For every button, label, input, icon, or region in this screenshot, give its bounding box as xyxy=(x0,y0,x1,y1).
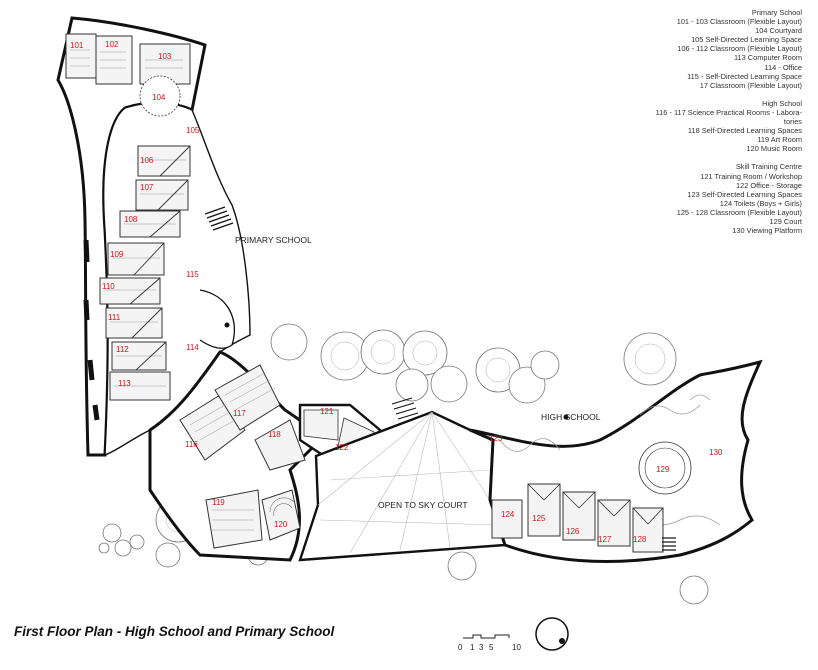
room-116: 116 xyxy=(185,440,198,449)
room-114: 114 xyxy=(186,343,199,352)
open-to-sky-court xyxy=(298,410,507,562)
room-120: 120 xyxy=(274,520,288,529)
legend-line: 105 Self-Directed Learning Space xyxy=(691,35,802,45)
legend-line: 17 Classroom (Flexible Layout) xyxy=(699,80,802,90)
room-123: 123 xyxy=(489,434,503,443)
legend-line: 125 - 128 Classroom (Flexible Layout) xyxy=(676,207,802,217)
zone-label-court: OPEN TO SKY COURT xyxy=(378,500,468,510)
legend-heading: Primary School xyxy=(751,8,802,17)
legend-heading: Skill Training Centre xyxy=(735,162,802,172)
legend-high: High School 116 - 117 Science Practical … xyxy=(592,99,802,154)
room-130: 130 xyxy=(709,448,723,457)
room-122: 122 xyxy=(335,443,349,452)
scale-tick-0: 0 xyxy=(458,643,463,652)
legend-line: 101 - 103 Classroom (Flexible Layout) xyxy=(676,17,802,27)
legend-line: 119 Art Room xyxy=(757,135,802,145)
entry-marker xyxy=(224,322,230,328)
legend-line: 121 Training Room / Workshop xyxy=(700,171,802,181)
scale-tick-1: 1 xyxy=(470,643,475,652)
legend-skill: Skill Training Centre 121 Training Room … xyxy=(592,162,802,235)
room-108: 108 xyxy=(124,215,138,224)
room-119: 119 xyxy=(212,498,225,507)
room-115: 115 xyxy=(186,270,199,279)
room-107: 107 xyxy=(140,183,154,192)
room-117: 117 xyxy=(233,409,246,418)
north-arrow-icon xyxy=(535,617,569,651)
room-121: 121 xyxy=(320,407,334,416)
legend-primary: Primary School 101 - 103 Classroom (Flex… xyxy=(592,8,802,90)
legend-line: 130 Viewing Platform xyxy=(732,226,802,236)
primary-stair xyxy=(204,206,234,231)
courtyard-104-circle xyxy=(139,75,181,117)
room-110: 110 xyxy=(102,282,115,291)
room-106: 106 xyxy=(140,156,154,165)
east-wing xyxy=(469,359,763,564)
legend-line: 129 Court xyxy=(769,216,802,226)
room-124: 124 xyxy=(501,510,515,519)
room-112: 112 xyxy=(116,345,129,354)
room-127: 127 xyxy=(598,535,612,544)
zone-label-primary: PRIMARY SCHOOL xyxy=(235,235,312,245)
legend-line: 118 Self-Directed Learning Spaces xyxy=(687,126,802,136)
legend-line: 116 - 117 Science Practical Rooms - Labo… xyxy=(655,107,802,117)
skill-stair xyxy=(391,397,419,420)
music-room-tiers xyxy=(269,497,295,517)
room-103: 103 xyxy=(158,52,172,61)
legend-line: 113 Computer Room xyxy=(733,53,802,63)
room-126: 126 xyxy=(566,527,580,536)
legend-line: tories xyxy=(783,117,802,127)
room-101: 101 xyxy=(70,41,84,50)
room-129: 129 xyxy=(656,465,670,474)
room-125: 125 xyxy=(532,514,546,523)
legend-line: 120 Music Room xyxy=(746,144,802,154)
room-128: 128 xyxy=(633,535,647,544)
room-102: 102 xyxy=(105,40,119,49)
room-105: 105 xyxy=(186,126,200,135)
legend-line: 122 Office - Storage xyxy=(735,180,802,190)
room-legend: Primary School 101 - 103 Classroom (Flex… xyxy=(592,8,802,244)
primary-entry-curve xyxy=(199,289,236,349)
room-113: 113 xyxy=(118,379,131,388)
scale-tick-3: 3 xyxy=(479,643,484,652)
scale-tick-5: 5 xyxy=(489,643,494,652)
legend-line: 106 - 112 Classroom (Flexible Layout) xyxy=(677,44,802,54)
legend-line: 123 Self-Directed Learning Spaces xyxy=(687,189,802,199)
room-111: 111 xyxy=(108,313,121,322)
plan-caption: First Floor Plan - High School and Prima… xyxy=(14,624,335,639)
legend-heading: High School xyxy=(762,98,802,108)
room-104: 104 xyxy=(152,93,166,102)
room-109: 109 xyxy=(110,250,124,259)
high-school-entry-marker xyxy=(563,414,569,420)
zone-label-high: HIGH SCHOOL xyxy=(541,412,601,422)
legend-line: 115 - Self-Directed Learning Space xyxy=(687,71,802,81)
east-stair xyxy=(662,537,676,551)
legend-line: 104 Courtyard xyxy=(755,26,802,36)
legend-line: 114 - Office xyxy=(764,62,802,72)
scale-bar: 0 1 3 5 10 xyxy=(458,634,521,652)
court-129-circle xyxy=(638,441,692,495)
room-118: 118 xyxy=(268,430,281,439)
scale-tick-10: 10 xyxy=(512,643,521,652)
room-numbers: 101 102 103 104 105 106 107 108 109 110 … xyxy=(70,40,723,544)
legend-line: 124 Toilets (Boys + Girls) xyxy=(719,198,802,208)
